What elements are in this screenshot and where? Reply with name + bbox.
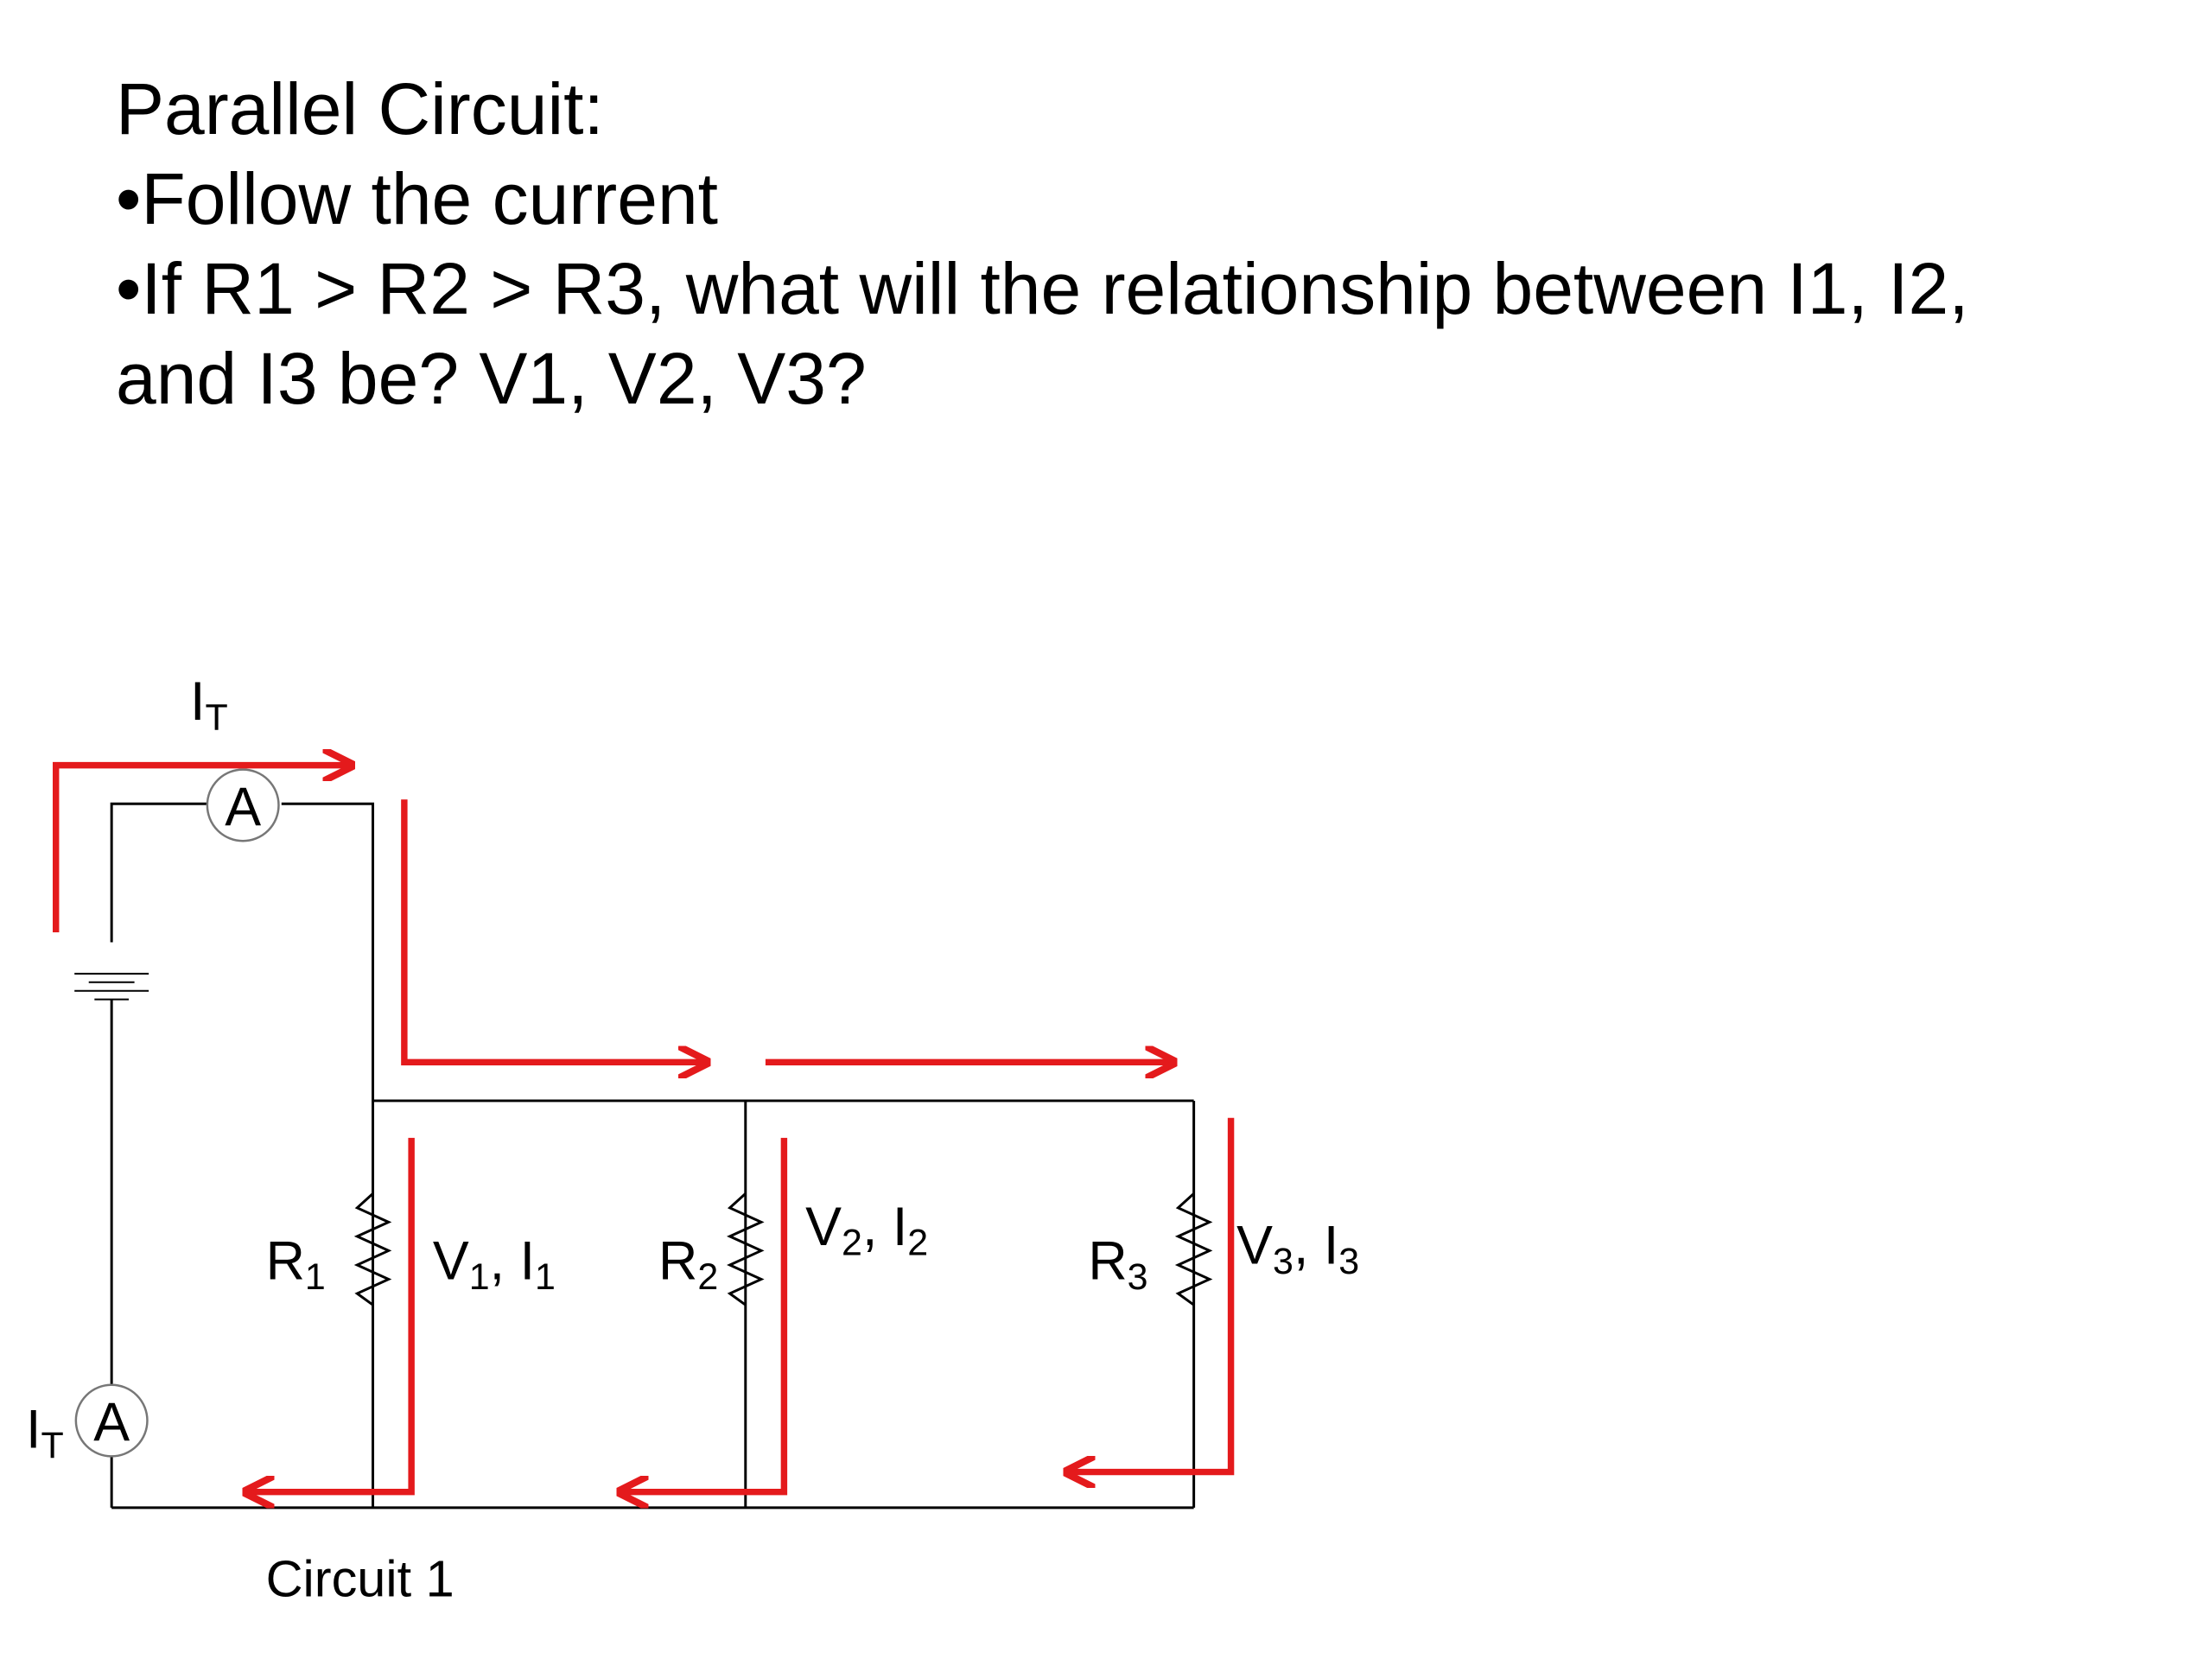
current-arrows bbox=[52, 766, 1235, 1492]
arrow-source-to-ammeter bbox=[52, 766, 349, 932]
arrow-down-to-junction bbox=[401, 799, 704, 1062]
circuit-wires bbox=[110, 802, 1196, 1510]
label-r2: R2 bbox=[658, 1230, 718, 1298]
battery-icon bbox=[74, 972, 149, 1001]
arrow-branch-1 bbox=[249, 1137, 415, 1492]
bullet-question: •If R1 > R2 > R3, what will the relation… bbox=[116, 248, 1969, 329]
label-r1: R1 bbox=[266, 1230, 326, 1298]
ammeter-left-icon: A bbox=[74, 1383, 149, 1458]
svg-text:A: A bbox=[225, 777, 261, 837]
wire-left-top bbox=[110, 802, 207, 943]
svg-text:A: A bbox=[93, 1392, 130, 1452]
bullet-follow-current: •Follow the current bbox=[116, 158, 719, 239]
slide-title: Parallel Circuit: bbox=[116, 68, 604, 149]
ammeter-top-icon: A bbox=[206, 768, 280, 842]
resistor-r1-icon bbox=[353, 1192, 392, 1306]
bullet-question-continued: and I3 be? V1, V2, V3? bbox=[116, 338, 867, 419]
label-r3: R3 bbox=[1088, 1230, 1147, 1298]
slide-text: Parallel Circuit: •Follow the current •I… bbox=[116, 64, 2103, 423]
label-v2-i2: V2, I2 bbox=[805, 1197, 928, 1264]
resistor-r2-icon bbox=[727, 1192, 765, 1306]
arrow-branch-2 bbox=[623, 1137, 788, 1492]
label-total-current-top: IT bbox=[190, 671, 228, 739]
label-v3-i3: V3, I3 bbox=[1236, 1215, 1359, 1282]
resistor-r3-icon bbox=[1174, 1192, 1213, 1306]
diagram-caption: Circuit 1 bbox=[266, 1549, 454, 1607]
label-v1-i1: V1, I1 bbox=[433, 1230, 556, 1298]
wire-top-right bbox=[281, 802, 375, 1508]
arrow-branch-3 bbox=[1070, 1117, 1235, 1472]
label-total-current-left: IT bbox=[26, 1399, 64, 1466]
